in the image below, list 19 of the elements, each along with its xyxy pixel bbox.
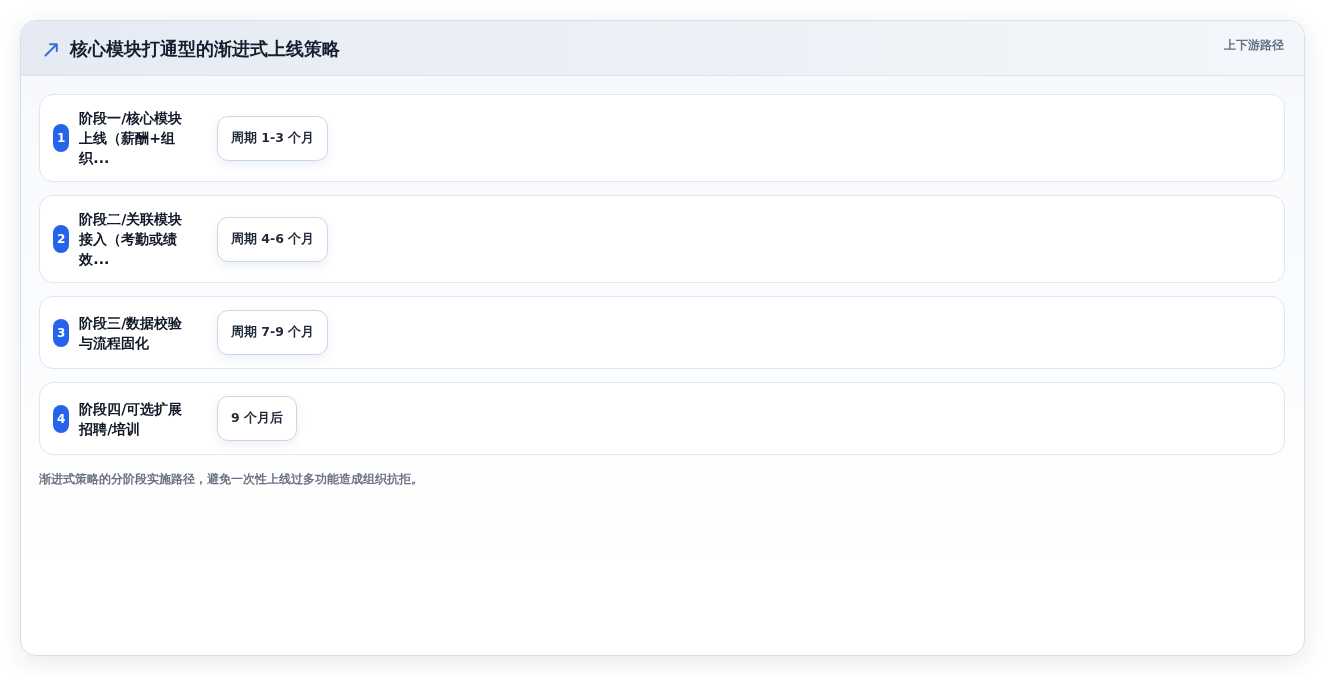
- title: 核心模块打通型的渐进式上线策略: [70, 37, 340, 61]
- stage-row: [39, 195, 1285, 283]
- duration-tag: 周期 4-6 个月: [217, 216, 329, 262]
- stage-row: [39, 296, 1285, 369]
- step-number-badge: 2: [53, 225, 70, 253]
- step-number-badge: 4: [53, 404, 70, 433]
- stage-row: [39, 382, 1285, 455]
- step-number-badge: 3: [53, 318, 70, 347]
- stage-row: [39, 94, 1285, 182]
- duration-tag: 周期 7-9 个月: [217, 310, 329, 355]
- duration-tag: 9 个月后: [217, 396, 298, 441]
- duration-tag: 周期 1-3 个月: [217, 115, 329, 161]
- stage-title: 阶段四/可选扩展招聘/培训: [79, 399, 184, 439]
- step-number-badge: 1: [53, 124, 70, 152]
- stage-title: 阶段三/数据校验与流程固化: [79, 313, 184, 353]
- stage-title: 阶段一/核心模块上线（薪酬+组织...: [79, 109, 184, 168]
- header-note: 上下游路径: [1224, 37, 1284, 53]
- stage-title: 阶段二/关联模块接入（考勤或绩效...: [79, 210, 184, 269]
- caption: 渐进式策略的分阶段实施路径，避免一次性上线过多功能造成组织抗拒。: [39, 471, 423, 488]
